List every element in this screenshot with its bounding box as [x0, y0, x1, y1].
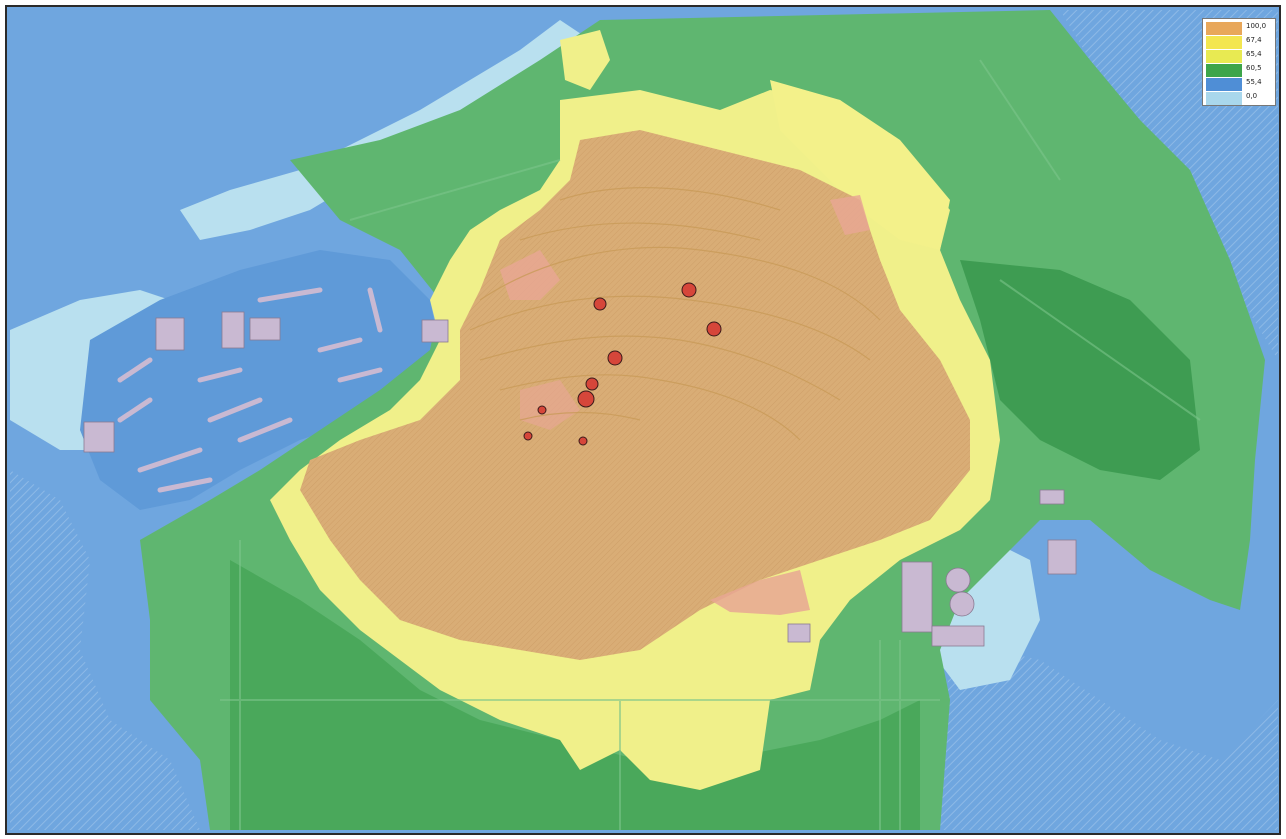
source-6 [577, 390, 595, 408]
legend-row-2: 67,4 [1206, 36, 1274, 49]
source-9 [578, 436, 588, 446]
zone-yellow-north-spur [560, 30, 610, 90]
legend-row-5: 55,4 [1206, 78, 1274, 91]
source-3 [706, 321, 722, 337]
legend-label-3: 65,4 [1246, 50, 1262, 58]
source-7 [537, 405, 547, 415]
legend-swatch-5 [1206, 78, 1242, 91]
zone-green-east-band [960, 260, 1200, 480]
source-1 [593, 297, 607, 311]
zone-blue-west [10, 470, 200, 830]
map-legend: 100,0 67,4 65,4 60,5 55,4 0,0 [1202, 18, 1276, 106]
zone-blue-east [940, 640, 1278, 830]
building-strips-west [117, 287, 383, 493]
noise-sources[interactable] [523, 282, 722, 446]
legend-label-5: 55,4 [1246, 78, 1262, 86]
source-4 [607, 350, 623, 366]
pink-patch-northeast [830, 195, 870, 235]
legend-row-4: 60,5 [1206, 64, 1274, 77]
legend-label-6: 0,0 [1246, 92, 1258, 100]
source-5 [585, 377, 599, 391]
contour-lines [469, 187, 881, 441]
source-2 [681, 282, 697, 298]
legend-swatch-6 [1206, 92, 1242, 105]
legend-row-1: 100,0 [1206, 22, 1274, 35]
legend-swatch-1 [1206, 22, 1242, 35]
pink-patch-center [520, 380, 580, 430]
pink-patch-west [500, 250, 560, 300]
legend-swatch-2 [1206, 36, 1242, 49]
zone-blue-inner-west [80, 250, 440, 510]
legend-swatch-3 [1206, 50, 1242, 63]
buildings [83, 311, 1077, 647]
legend-label-2: 67,4 [1246, 36, 1262, 44]
source-8 [523, 431, 533, 441]
legend-label-4: 60,5 [1246, 64, 1262, 72]
zone-yellow-northeast [770, 80, 950, 250]
legend-row-3: 65,4 [1206, 50, 1274, 63]
road-grid [220, 59, 1201, 830]
legend-label-1: 100,0 [1246, 22, 1267, 30]
legend-row-6: 0,0 [1206, 92, 1274, 105]
legend-swatch-4 [1206, 64, 1242, 77]
zone-lightblue-north [180, 20, 590, 240]
zone-orange-core[interactable] [300, 130, 970, 660]
pink-patch-southeast [710, 570, 810, 615]
